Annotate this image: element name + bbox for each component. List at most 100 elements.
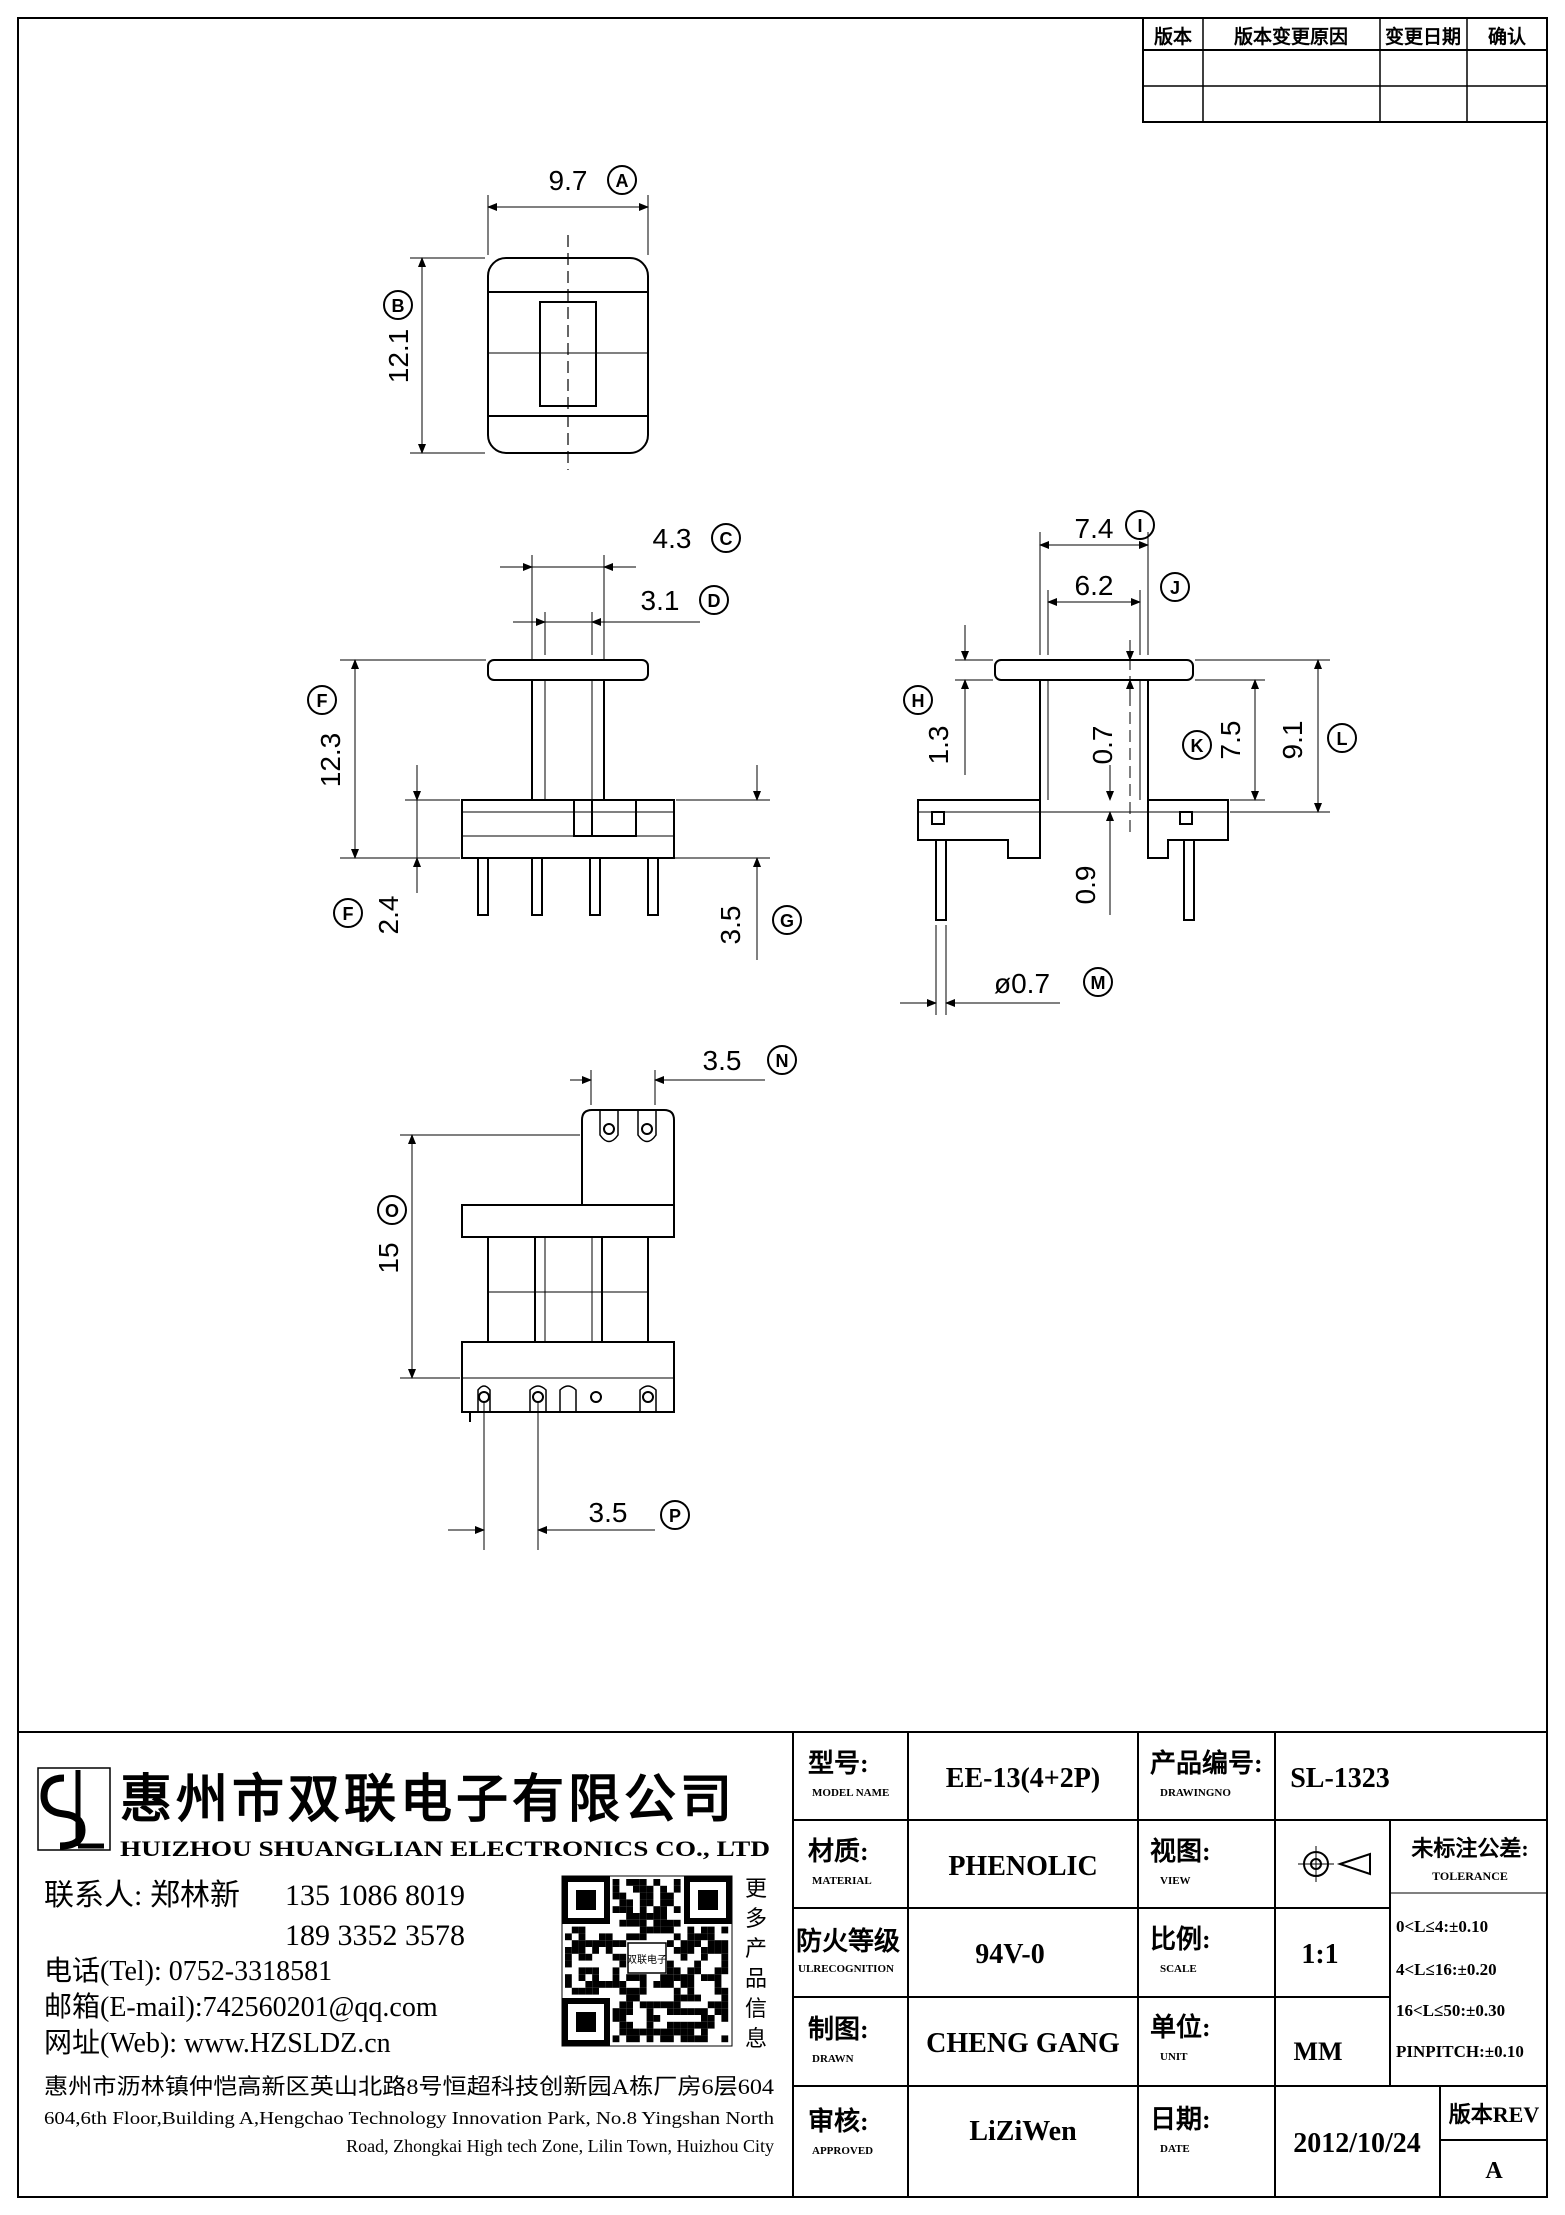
qr-module xyxy=(565,1947,572,1954)
address-en-2: Road, Zhongkai High tech Zone, Lilin Tow… xyxy=(346,2136,774,2156)
qr-module xyxy=(687,1994,695,2002)
qr-module xyxy=(694,1994,701,2002)
revision-table: 版本 版本变更原因 变更日期 确认 xyxy=(1142,17,1548,123)
qr-module xyxy=(687,1967,695,1975)
qr-module xyxy=(639,1892,647,1900)
qr-module xyxy=(660,2028,667,2036)
svg-text:品: 品 xyxy=(745,1966,767,1991)
svg-text:产: 产 xyxy=(745,1936,767,1961)
svg-text:C: C xyxy=(720,529,733,549)
qr-module xyxy=(612,2035,620,2043)
qr-module xyxy=(578,1953,586,1961)
drawing-no-value: SL-1323 xyxy=(1290,1763,1390,1794)
qr-module xyxy=(653,1906,661,1913)
svg-text:N: N xyxy=(776,1051,789,1071)
qr-module xyxy=(639,1974,647,1981)
date-value: 2012/10/24 xyxy=(1293,2128,1421,2159)
qr-module xyxy=(667,2021,674,2029)
marker-f-top: F xyxy=(307,685,337,715)
qr-module xyxy=(707,2021,715,2029)
qr-module xyxy=(592,1967,599,1975)
qr-module xyxy=(714,2001,722,2009)
contact-name: 郑林新 xyxy=(150,1879,240,1912)
qr-module xyxy=(721,1994,729,2002)
unit-label: 单位: xyxy=(1150,2012,1211,2042)
qr-module xyxy=(578,1940,586,1947)
projection-symbol-icon xyxy=(1298,1846,1371,1882)
qr-module xyxy=(585,1987,593,1995)
side-view xyxy=(900,532,1330,1015)
qr-module xyxy=(667,2001,674,2009)
drawing-no-label: 产品编号: xyxy=(1150,1748,1263,1778)
dim-07-value: 0.7 xyxy=(1087,726,1118,765)
qr-module xyxy=(653,2028,661,2036)
marker-l: L xyxy=(1327,723,1357,753)
marker-i: I xyxy=(1125,510,1155,540)
material-label: 材质: xyxy=(808,1837,869,1866)
qr-module xyxy=(667,1926,674,1934)
qr-module xyxy=(701,2021,708,2029)
approved-label: 审核: xyxy=(808,2106,869,2136)
qr-module xyxy=(612,2008,620,2015)
qr-module xyxy=(565,1953,572,1961)
qr-module xyxy=(721,1947,729,1954)
dim-09-value: 0.9 xyxy=(1070,866,1101,905)
qr-module xyxy=(639,1899,647,1907)
qr-module xyxy=(585,1981,593,1988)
qr-module xyxy=(694,1933,701,1941)
qr-module xyxy=(619,2028,627,2036)
qr-module xyxy=(646,1885,654,1893)
qr-module xyxy=(578,1987,586,1995)
qr-module xyxy=(619,1987,627,1995)
qr-module xyxy=(585,1967,593,1975)
qr-module xyxy=(694,2021,701,2029)
qr-module xyxy=(626,1987,633,1995)
qr-module xyxy=(687,1933,695,1941)
qr-module xyxy=(667,1919,674,1927)
qr-module xyxy=(605,1981,613,1988)
qr-module xyxy=(653,1919,661,1927)
qr-module xyxy=(565,1933,572,1941)
qr-module xyxy=(721,1967,729,1975)
marker-n: N xyxy=(767,1045,797,1075)
qr-module xyxy=(721,2015,729,2022)
qr-module xyxy=(639,2028,647,2036)
qr-module xyxy=(633,1879,640,1886)
qr-module xyxy=(626,1974,633,1981)
svg-text:D: D xyxy=(708,591,721,611)
qr-module xyxy=(701,2008,708,2015)
qr-module xyxy=(667,1981,674,1988)
scale-label-en: SCALE xyxy=(1160,1963,1197,1975)
address-cn: 惠州市沥林镇仲恺高新区英山北路8号恒超科技创新园A栋厂房6层604 xyxy=(44,2074,774,2099)
qr-module xyxy=(653,1913,661,1920)
dim-b-value: 12.1 xyxy=(383,329,414,384)
dim-k-value: 7.5 xyxy=(1215,721,1246,760)
qr-module xyxy=(619,1953,627,1961)
qr-module xyxy=(571,1926,579,1934)
qr-module xyxy=(653,1879,661,1886)
qr-module xyxy=(646,1892,654,1900)
qr-module xyxy=(626,1906,633,1913)
rev-label: 版本REV xyxy=(1449,2102,1540,2127)
drawing-no-label-en: DRAWINGNO xyxy=(1160,1787,1231,1799)
qr-module xyxy=(639,1981,647,1988)
qr-module xyxy=(599,1940,606,1947)
dim-f-bottom-value: 2.4 xyxy=(373,896,404,935)
top-view xyxy=(410,195,649,470)
qr-module xyxy=(680,1940,688,1947)
qr-module xyxy=(585,1953,593,1961)
qr-module xyxy=(626,1994,633,2002)
sheet-border xyxy=(17,17,1548,2198)
qr-module xyxy=(660,1981,667,1988)
qr-module xyxy=(592,1974,599,1981)
qr-module xyxy=(680,2028,688,2036)
qr-module xyxy=(646,2015,654,2022)
qr-module xyxy=(646,1926,654,1934)
svg-text:息: 息 xyxy=(745,2026,767,2051)
qr-module xyxy=(714,1940,722,1947)
qr-module xyxy=(721,1940,729,1947)
material-value: PHENOLIC xyxy=(948,1851,1097,1882)
date-label: 日期: xyxy=(1150,2105,1211,2134)
qr-module xyxy=(701,1974,708,1981)
qr-module xyxy=(585,1940,593,1947)
